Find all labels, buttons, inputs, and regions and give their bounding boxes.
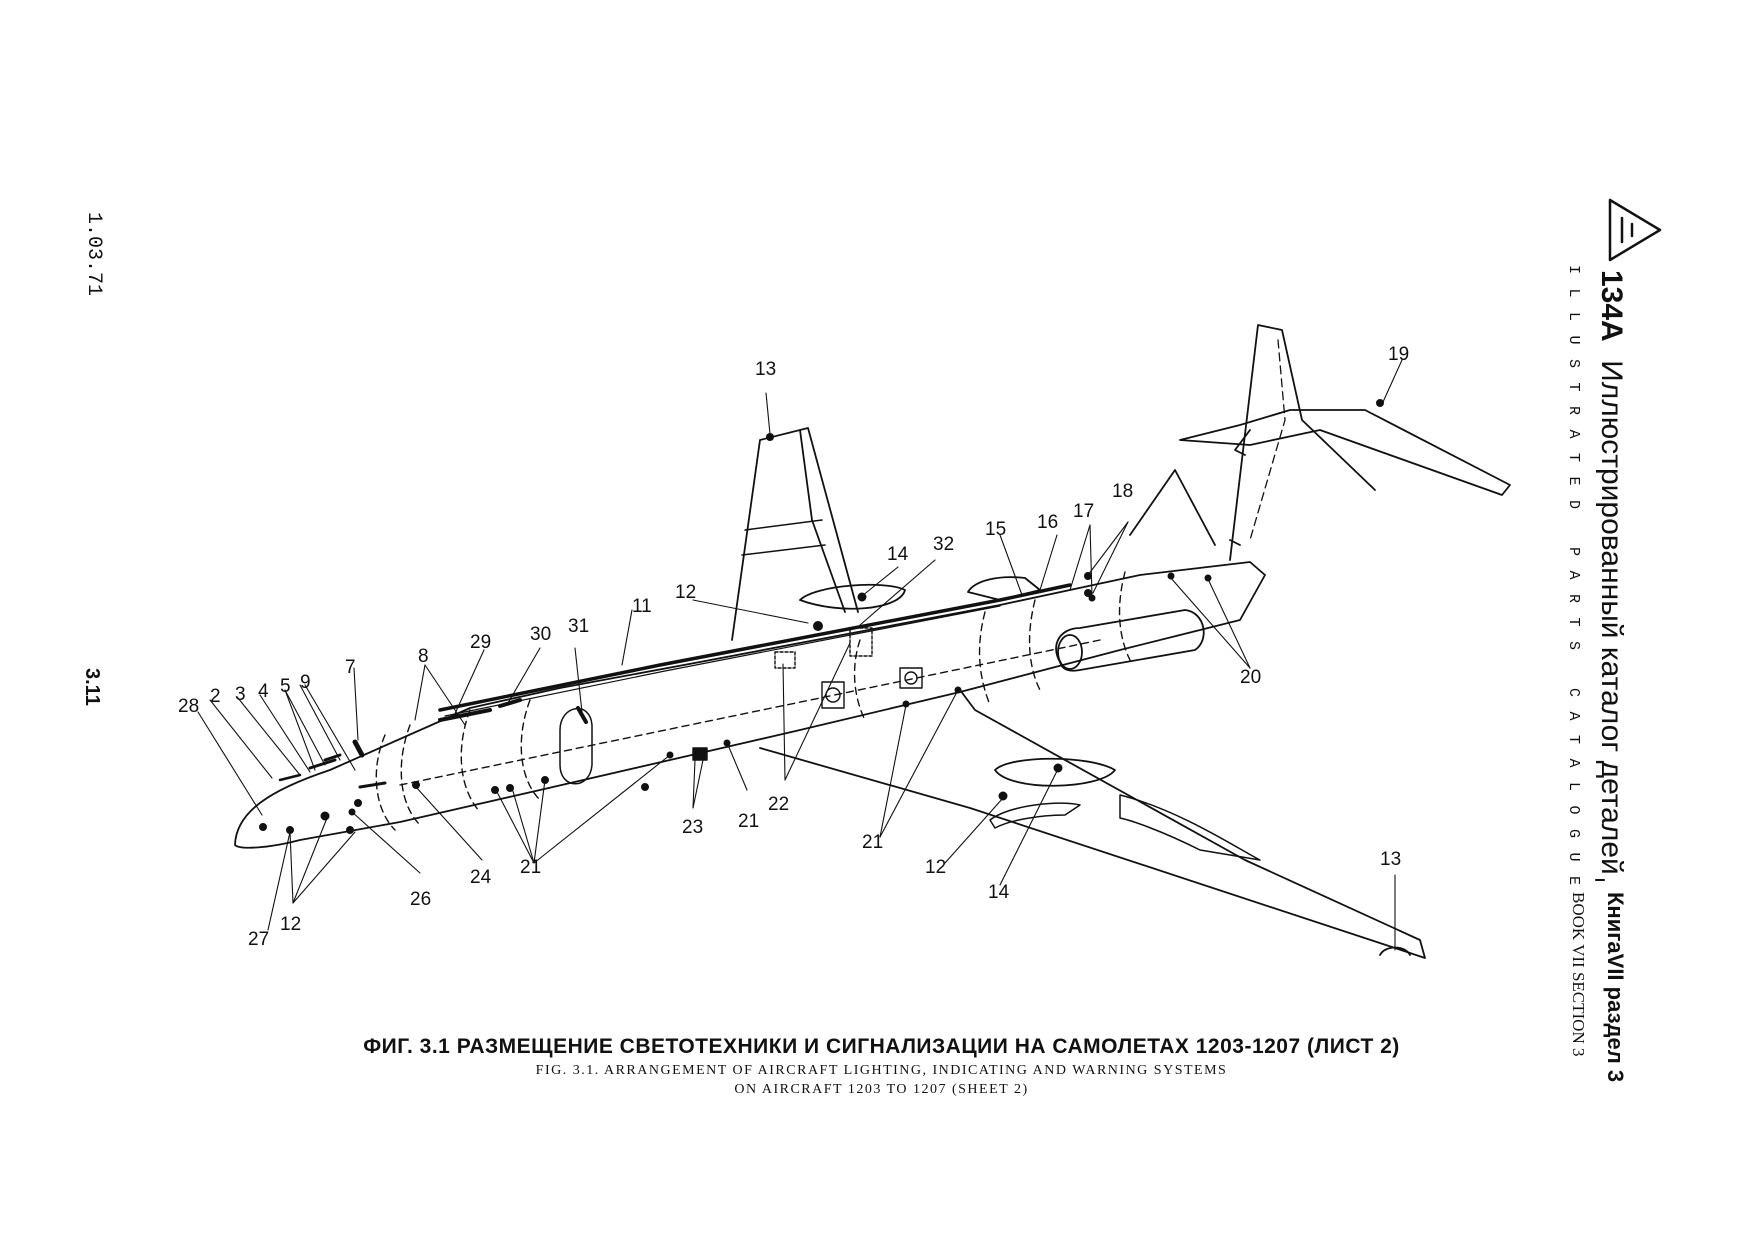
manufacturer-logo — [1608, 198, 1662, 262]
callout-13-bottom: 13 — [1380, 849, 1401, 870]
callout-8: 8 — [418, 646, 429, 667]
callout-24: 24 — [470, 867, 492, 888]
callout-26: 26 — [410, 889, 431, 910]
callout-15: 15 — [985, 519, 1006, 540]
callout-3: 3 — [235, 684, 246, 705]
callout-20: 20 — [1240, 667, 1261, 688]
figure-caption-en-line2: ON AIRCRAFT 1203 TO 1207 (SHEET 2) — [734, 1082, 1029, 1097]
upper-wing — [731, 427, 906, 641]
lamp-marks — [259, 399, 1384, 834]
figure-caption-ru: ФИГ. 3.1 РАЗМЕЩЕНИЕ СВЕТОТЕХНИКИ И СИГНА… — [363, 1035, 1400, 1058]
catalog-title-ru: Иллюстрированный каталог деталей — [1595, 360, 1628, 875]
callout-19: 19 — [1388, 344, 1409, 365]
header-title-block: 134А Иллюстрированный каталог деталей — [1594, 270, 1628, 875]
callout-labels: 28 2 3 4 5 9 7 8 29 30 31 11 12 13 14 32… — [178, 344, 1409, 950]
callout-7: 7 — [345, 657, 356, 678]
page-number: 3.11 — [81, 668, 103, 706]
revision-date: 1.03.71 — [82, 212, 105, 297]
engine — [967, 576, 1205, 672]
callout-21-c: 21 — [862, 832, 883, 853]
callout-23: 23 — [682, 817, 703, 838]
callout-4: 4 — [258, 681, 269, 702]
callout-5: 5 — [280, 676, 291, 697]
leader-lines — [197, 359, 1403, 951]
component-boxes — [323, 627, 923, 789]
callout-21-b: 21 — [738, 811, 759, 832]
callout-27: 27 — [248, 929, 269, 950]
callout-21-a: 21 — [520, 857, 541, 878]
lower-wing — [759, 689, 1426, 959]
callout-31: 31 — [568, 616, 589, 637]
callout-32: 32 — [933, 534, 954, 555]
callout-22: 22 — [768, 794, 789, 815]
callout-30: 30 — [530, 624, 551, 645]
callout-16: 16 — [1037, 512, 1058, 533]
book-section-en: BOOK VII SECTION 3 — [1569, 892, 1588, 1057]
callout-2: 2 — [210, 686, 221, 707]
callout-12-bottom-right: 12 — [925, 857, 946, 878]
callout-14-top: 14 — [887, 544, 909, 565]
fuselage — [234, 561, 1266, 849]
callout-28: 28 — [178, 696, 199, 717]
callout-18: 18 — [1112, 481, 1133, 502]
callout-14-bottom: 14 — [988, 882, 1010, 903]
callout-12-top: 12 — [675, 582, 696, 603]
figure-caption-en-line1: FIG. 3.1. ARRANGEMENT OF AIRCRAFT LIGHTI… — [535, 1063, 1228, 1078]
callout-9: 9 — [300, 672, 311, 693]
model-number: 134А — [1595, 270, 1628, 342]
callout-29: 29 — [470, 632, 491, 653]
catalog-title-en: ILLUSTRATED PARTS CATALOGUE — [1565, 265, 1582, 900]
callout-17: 17 — [1073, 501, 1094, 522]
tail — [1129, 324, 1511, 561]
callout-11: 11 — [632, 596, 652, 617]
callout-12-bottom-left: 12 — [280, 914, 301, 935]
callout-13-top: 13 — [755, 359, 776, 380]
